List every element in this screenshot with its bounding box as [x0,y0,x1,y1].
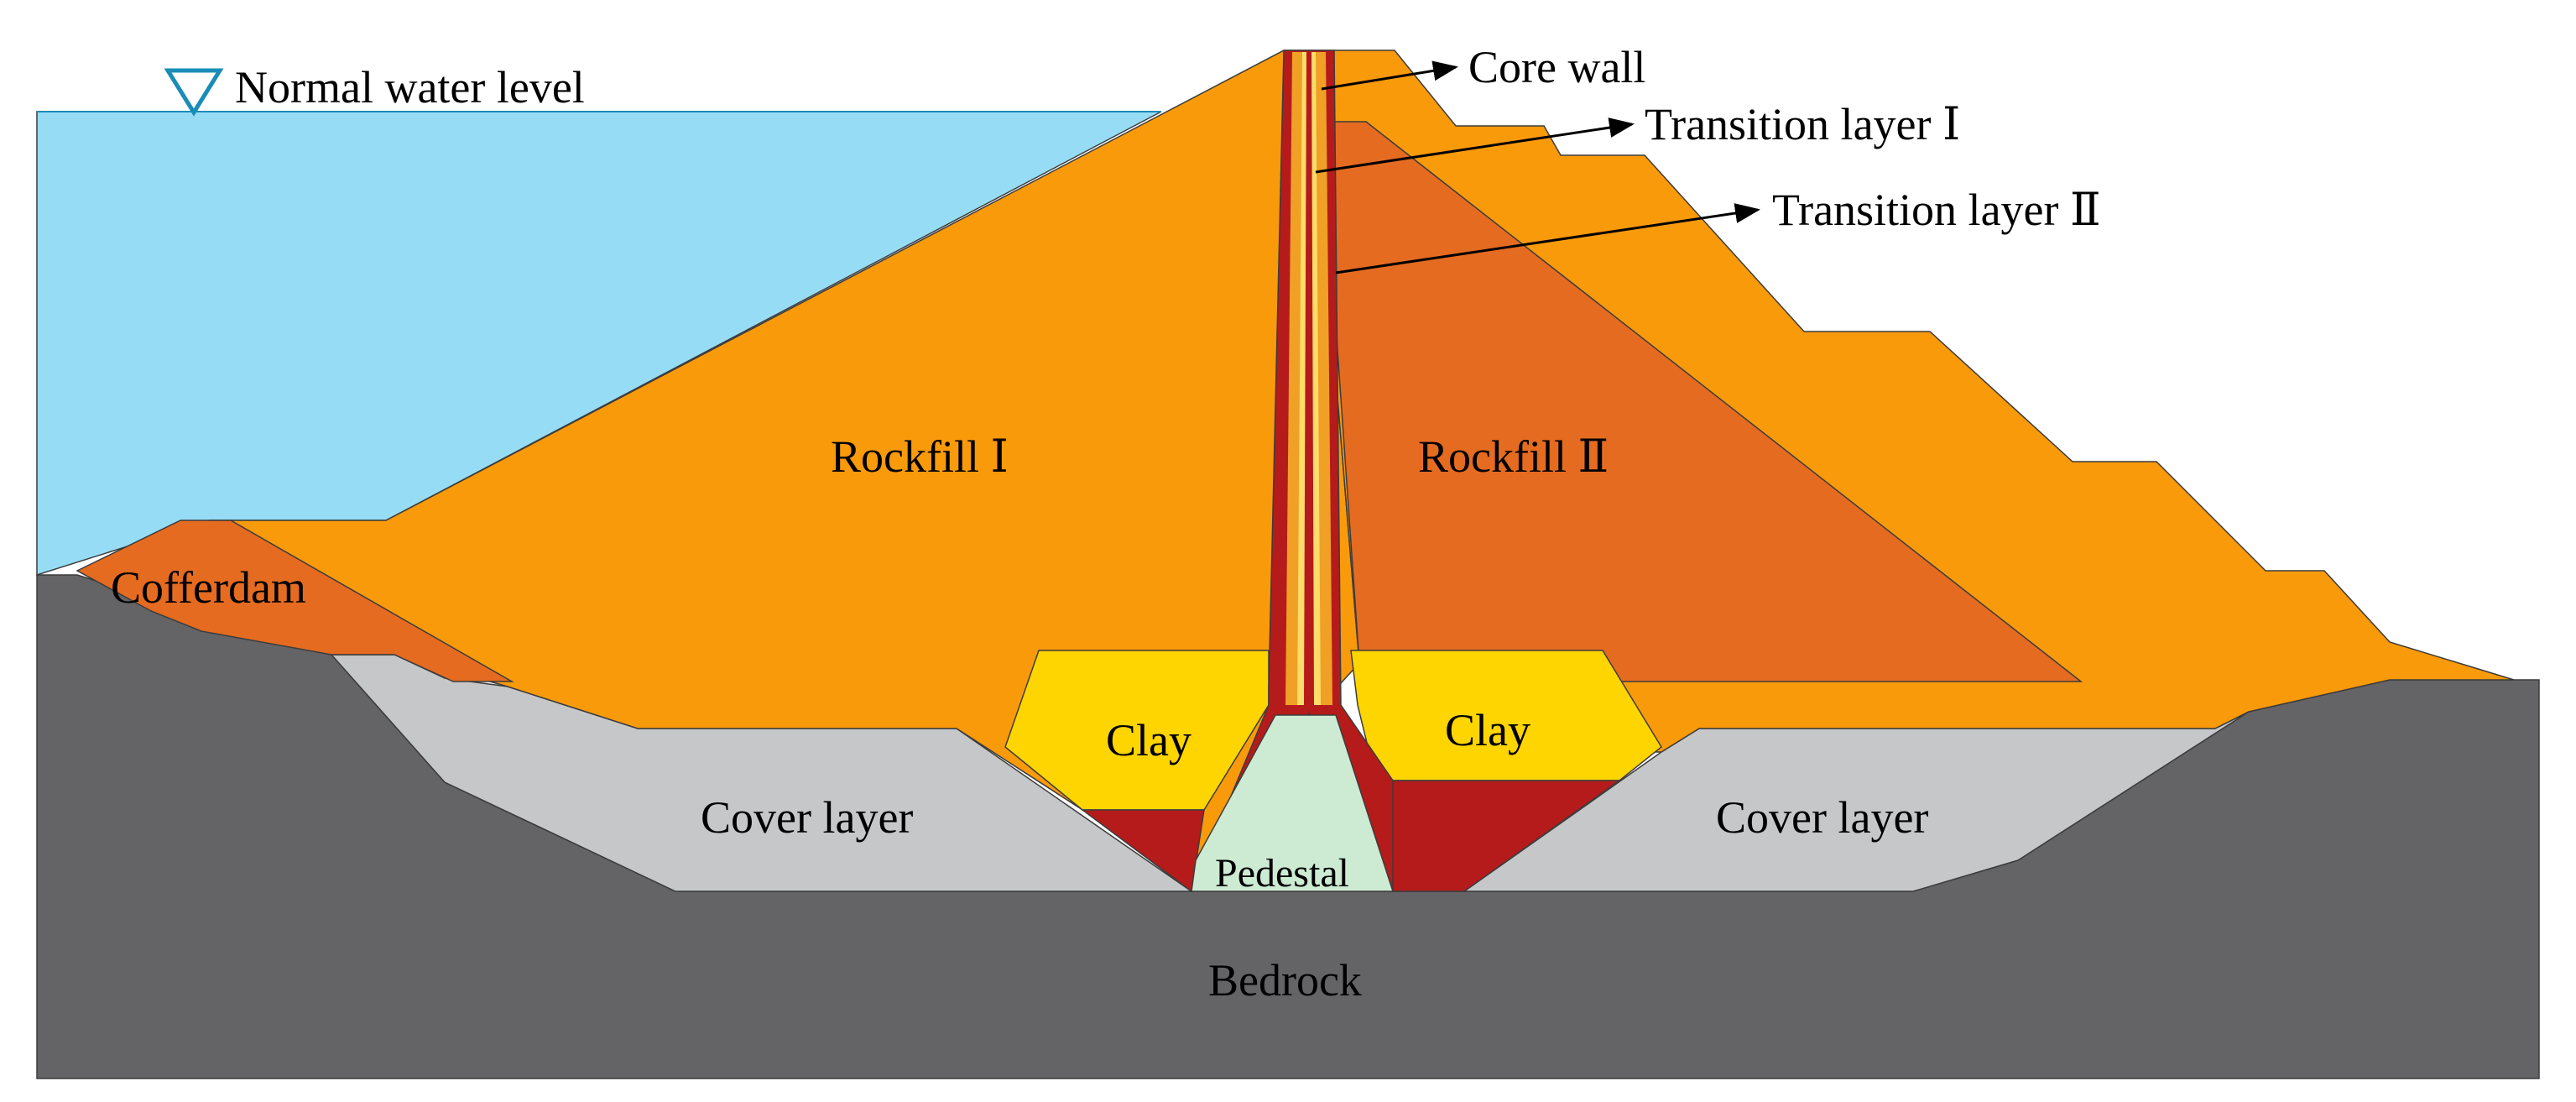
cofferdam-label: Cofferdam [111,562,306,613]
core-wall-arrow [1321,60,1458,91]
normal-water-level-label: Normal water level [235,62,585,112]
transition-layer-2-arrow [1335,203,1760,274]
core-wall-label: Core wall [1468,42,1645,92]
rockfill-2-label: Rockfill Ⅱ [1418,431,1609,482]
transition-layer-1-arrow [1315,118,1635,174]
clay-right-label: Clay [1445,705,1530,755]
pedestal-zone [1191,714,1395,892]
inverted-triangle-icon [164,68,224,117]
bedrock-label: Bedrock [1208,955,1362,1005]
pedestal-label: Pedestal [1215,851,1349,896]
cofferdam-zone [76,520,514,682]
core-wall-center [1304,52,1314,705]
cover-layer-right-label: Cover layer [1716,792,1928,843]
transition-layer-2-label: Transition layer Ⅱ [1772,185,2101,235]
cover-layer-left-label: Cover layer [701,792,913,843]
transition-layer-1-label: Transition layer Ⅰ [1645,99,1960,149]
core-wall-base-left [1080,809,1205,893]
rockfill-1-label: Rockfill Ⅰ [831,431,1009,482]
clay-left-label: Clay [1106,715,1192,765]
rockfill-2-zone [1321,121,2083,682]
